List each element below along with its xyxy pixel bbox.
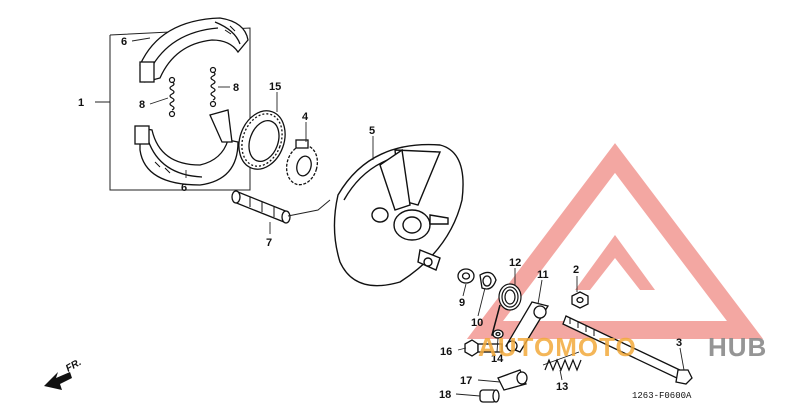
lower-brake-shoe-icon (134, 109, 239, 186)
part-label-10: 10 (471, 317, 483, 329)
part-label-6-lower: 6 (181, 182, 187, 194)
brake-arm-icon (505, 301, 550, 353)
dust-seal-icon (479, 271, 497, 290)
watermark-text-right: HUB (708, 332, 767, 362)
part-label-9: 9 (459, 297, 465, 309)
leader-lines (131, 37, 685, 397)
upper-brake-shoe-icon (139, 17, 249, 83)
bolt-16-icon (464, 339, 503, 357)
return-spring-icon (491, 283, 522, 337)
part-label-17: 17 (460, 375, 472, 387)
part-label-7: 7 (266, 237, 272, 249)
part-label-3: 3 (676, 337, 682, 349)
brake-cam-shaft-icon (231, 190, 291, 224)
long-bolt-icon (562, 315, 693, 385)
part-label-11: 11 (537, 269, 549, 281)
spring-right-icon (209, 66, 217, 108)
part-label-4: 4 (302, 111, 309, 123)
part-label-18: 18 (439, 389, 451, 401)
joint-pin-icon (497, 369, 528, 391)
part-label-1: 1 (78, 97, 84, 109)
front-direction-arrow-icon (44, 372, 72, 390)
front-label: FR. (64, 357, 83, 375)
part-label-6-upper: 6 (121, 36, 127, 48)
part-label-16: 16 (440, 346, 452, 358)
washer-icon (457, 268, 475, 284)
part-label-14: 14 (491, 353, 504, 365)
brake-panel-icon (333, 143, 464, 287)
part-label-12: 12 (509, 257, 521, 269)
watermark-logo-icon (466, 143, 764, 339)
cam-leader-line (287, 199, 331, 217)
part-label-2: 2 (573, 264, 579, 276)
drawing-code: 1263-F0600A (632, 391, 692, 401)
cap-nut-icon (479, 389, 500, 403)
watermark-text-left: AUTOMOTO (478, 332, 637, 362)
part-label-5: 5 (369, 125, 375, 137)
part-label-15: 15 (269, 81, 281, 93)
nut-icon (571, 291, 589, 309)
part-label-8-left: 8 (139, 99, 145, 111)
brake-spring-icon (542, 351, 582, 372)
spring-left-icon (168, 76, 176, 118)
part-label-13: 13 (556, 381, 568, 393)
part-label-8-right: 8 (233, 82, 239, 94)
seal-ring-icon (238, 110, 286, 170)
wear-indicator-gear-icon (285, 139, 319, 186)
